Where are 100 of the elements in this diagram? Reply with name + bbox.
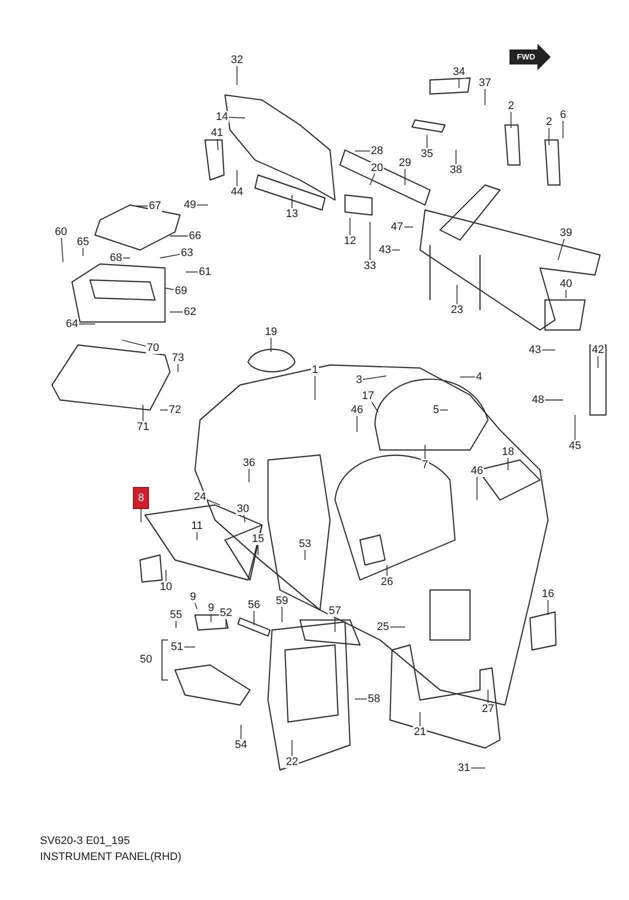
leader-line	[243, 514, 246, 522]
callout-number: 50	[140, 654, 152, 666]
leader-line	[356, 416, 358, 432]
callout-number: 24	[192, 491, 208, 503]
callout-number: 66	[188, 230, 202, 242]
leader-line	[574, 414, 576, 440]
callout-number: 55	[168, 609, 184, 621]
callout-number: 56	[246, 599, 262, 611]
leader-line	[386, 564, 388, 576]
callout-number: 68	[108, 252, 124, 264]
leader-line	[562, 120, 564, 138]
callout-number: 3	[354, 374, 364, 386]
leader-line	[424, 444, 426, 460]
callout-number: 63	[180, 247, 194, 259]
callout-number: 45	[568, 440, 582, 452]
leader-line	[270, 338, 272, 352]
leader-line	[248, 468, 250, 482]
leader-line	[558, 238, 565, 260]
callout-number: 6	[558, 109, 568, 121]
callout-number: 61	[198, 266, 212, 278]
callout-number: 20	[370, 162, 384, 174]
callout-number: 37	[478, 77, 492, 89]
callout-number: 17	[360, 390, 376, 402]
callout-number: 16	[540, 588, 556, 600]
callout-number: 27	[480, 703, 496, 715]
callout-number: 14	[214, 111, 230, 123]
leader-line	[370, 174, 375, 186]
callout-number: 39	[558, 227, 574, 239]
callout-number: 42	[590, 344, 606, 356]
callout-number: 22	[284, 756, 300, 768]
callout-number: 44	[230, 186, 244, 198]
leader-line	[216, 138, 218, 150]
leader-line	[140, 508, 142, 522]
callout-number: 73	[170, 352, 186, 364]
leader-line	[206, 499, 220, 506]
callout-number: 13	[284, 208, 300, 220]
callout-number: 28	[370, 145, 384, 157]
leader-line	[362, 376, 386, 380]
leader-line	[510, 112, 512, 128]
callout-number: 30	[236, 503, 250, 515]
callout-number: 53	[298, 538, 312, 550]
callout-number: 5	[432, 404, 440, 416]
callout-number: 46	[470, 465, 484, 477]
callout-number: 9	[188, 591, 198, 603]
callout-number: 60	[54, 226, 68, 238]
leader-line	[240, 724, 242, 740]
callout-number: 32	[230, 54, 244, 66]
callout-number: 67	[148, 200, 162, 212]
callout-number: 18	[500, 446, 516, 458]
callout-number: 43	[378, 244, 392, 256]
callout-number: 9	[206, 602, 216, 614]
callout-number: 2	[506, 100, 516, 112]
callout-number: 40	[558, 278, 574, 290]
drawing-code: SV620-3 E01_195	[40, 835, 130, 848]
leader-line	[210, 614, 212, 622]
callout-number: 71	[136, 421, 150, 433]
callout-number: 4	[474, 371, 484, 383]
callout-number: 43	[528, 344, 542, 356]
leader-line	[354, 698, 368, 700]
callout-number: 19	[264, 326, 278, 338]
leader-line	[304, 550, 306, 560]
callout-number: 51	[170, 641, 184, 653]
callout-number: 72	[168, 404, 182, 416]
leader-line	[484, 88, 486, 106]
leader-line	[426, 134, 428, 148]
leader-line	[236, 170, 238, 186]
callout-number: 65	[76, 236, 90, 248]
leader-line	[228, 116, 246, 118]
leader-line	[196, 532, 198, 540]
leader-line	[142, 404, 144, 422]
leader-line	[390, 626, 406, 628]
callout-number: 36	[242, 457, 256, 469]
callout-number: 54	[234, 739, 248, 751]
callout-number: 38	[448, 164, 464, 176]
leader-line	[236, 66, 238, 86]
callout-number: 35	[420, 148, 434, 160]
callout-number: 10	[158, 581, 174, 593]
callout-number: 59	[274, 595, 290, 607]
callout-number: 46	[350, 404, 364, 416]
callout-number: 47	[390, 221, 404, 233]
leader-line	[371, 402, 378, 412]
callout-number: 49	[182, 199, 198, 211]
leader-line	[160, 254, 180, 258]
leader-line	[122, 340, 146, 347]
leader-line	[476, 476, 478, 500]
callout-number: 62	[182, 306, 198, 318]
callout-number: 2	[544, 116, 554, 128]
callout-number: 48	[530, 394, 546, 406]
callout-number: 64	[64, 318, 80, 330]
callout-number: 11	[190, 520, 204, 532]
callout-number: 69	[174, 285, 188, 297]
leader-line	[60, 238, 64, 262]
callout-number: 58	[366, 693, 382, 705]
leader-line	[404, 168, 406, 186]
callout-number: 52	[218, 607, 234, 619]
leader-line	[82, 248, 84, 256]
callout-number: 7	[420, 459, 430, 471]
leader-line	[314, 376, 316, 400]
callout-number: 25	[376, 621, 390, 633]
leader-line	[460, 376, 476, 378]
